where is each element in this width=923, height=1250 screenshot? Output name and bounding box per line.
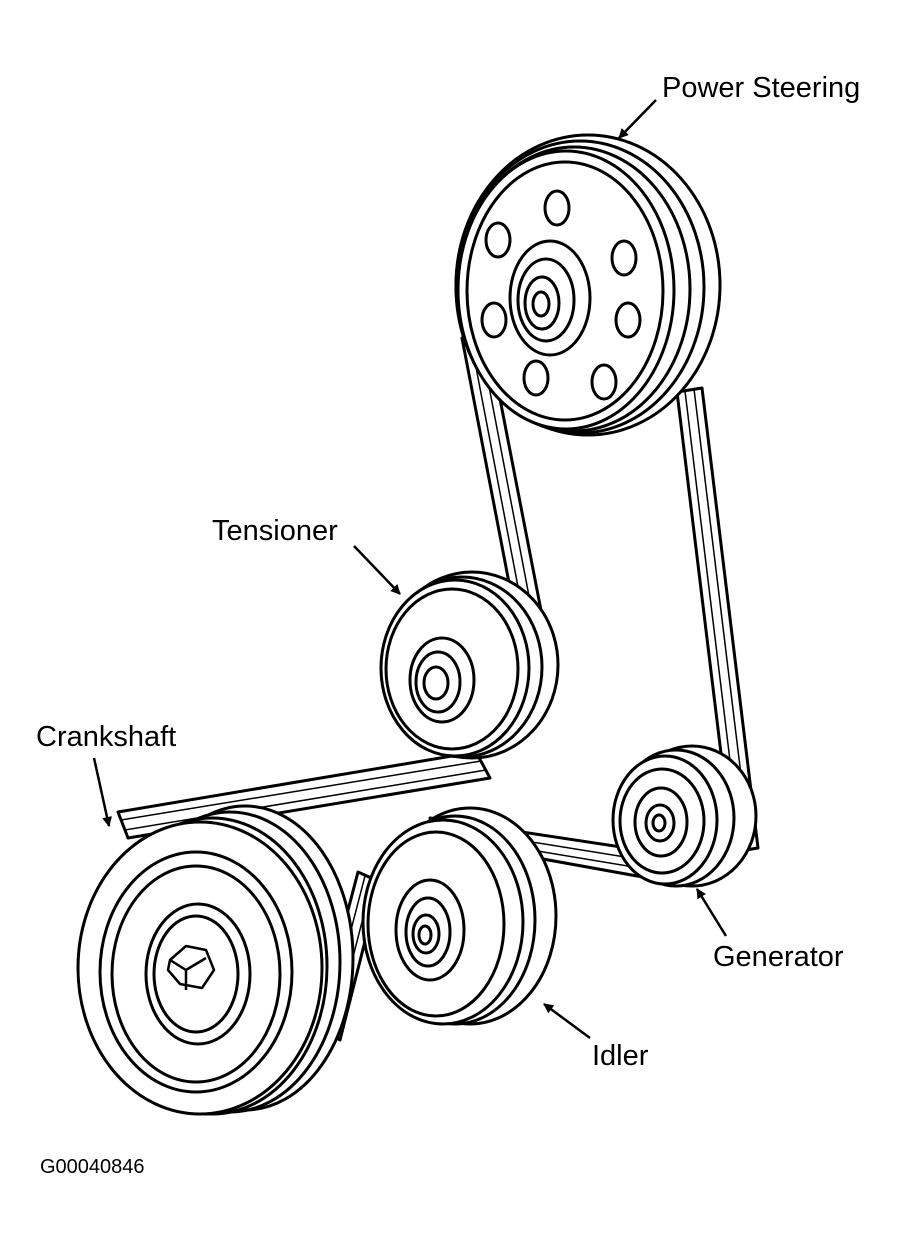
idler-pulley <box>361 806 558 1026</box>
generator-pulley <box>611 744 758 888</box>
idler-label: Idler <box>592 1040 649 1072</box>
tensioner-pulley <box>379 570 560 760</box>
tensioner-leader <box>353 545 401 595</box>
label-leaders <box>92 99 728 1040</box>
generator-label: Generator <box>713 941 844 973</box>
crankshaft-leader <box>92 757 112 827</box>
idler-leader <box>543 1002 591 1040</box>
generator-leader <box>695 888 728 937</box>
crankshaft-pulley <box>76 804 355 1116</box>
power-steering-label: Power Steering <box>662 72 861 104</box>
power-steering-pulley <box>454 133 722 437</box>
pulley-vent-holes <box>480 189 642 401</box>
figure-id-caption: G00040846 <box>40 1156 145 1178</box>
crankshaft-label: Crankshaft <box>36 721 177 753</box>
hex-bolt <box>166 944 216 990</box>
power-steering-leader <box>618 99 657 139</box>
tensioner-label: Tensioner <box>212 515 338 547</box>
